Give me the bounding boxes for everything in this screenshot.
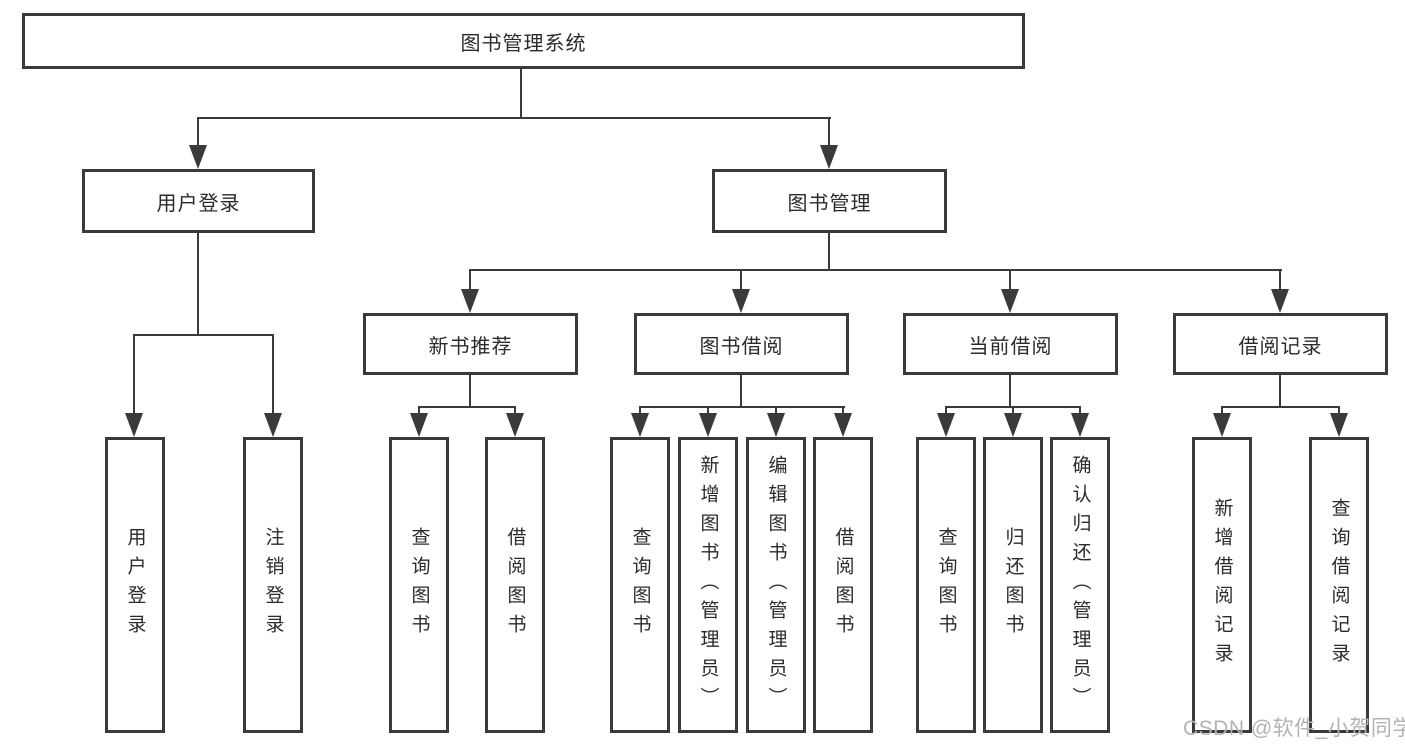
- leaf-user-login: 用户登录: [105, 437, 165, 733]
- arrow-down-icon: [834, 413, 852, 437]
- leaf-query-books-3: 查询图书: [916, 437, 976, 733]
- connector-stem: [775, 406, 777, 415]
- connector-stem: [1079, 406, 1081, 415]
- node-current-borrow-label: 当前借阅: [968, 335, 1053, 358]
- connector-stem: [707, 406, 709, 415]
- arrow-down-icon: [1001, 289, 1019, 313]
- leaf-query-books-2-label: 查询图书: [629, 527, 651, 643]
- connector-stem: [418, 406, 420, 415]
- leaf-user-login-label: 用户登录: [124, 527, 146, 643]
- leaf-return-books: 归还图书: [983, 437, 1043, 733]
- connector-stem: [197, 117, 199, 147]
- leaf-logout-label: 注销登录: [262, 527, 284, 643]
- leaf-add-borrow-record: 新增借阅记录: [1192, 437, 1252, 733]
- connector-vline: [197, 233, 199, 335]
- node-borrow-records: 借阅记录: [1173, 313, 1388, 375]
- arrow-down-icon: [631, 413, 649, 437]
- arrow-down-icon: [264, 413, 282, 437]
- arrow-down-icon: [1004, 413, 1022, 437]
- leaf-add-borrow-record-label: 新增借阅记录: [1211, 498, 1233, 672]
- leaf-return-books-label: 归还图书: [1002, 527, 1024, 643]
- connector-hline: [639, 406, 845, 408]
- arrow-down-icon: [767, 413, 785, 437]
- leaf-logout: 注销登录: [243, 437, 303, 733]
- connector-hline: [469, 269, 1282, 271]
- arrow-down-icon: [820, 145, 838, 169]
- arrow-down-icon: [937, 413, 955, 437]
- arrow-down-icon: [699, 413, 717, 437]
- leaf-add-books-admin: 新增图书（管理员）: [678, 437, 738, 733]
- connector-vline: [828, 233, 830, 270]
- leaf-borrow-books-1-label: 借阅图书: [504, 527, 526, 643]
- connector-vline: [1279, 375, 1281, 407]
- node-book-management-label: 图书管理: [787, 192, 872, 215]
- node-current-borrow: 当前借阅: [903, 313, 1118, 375]
- leaf-query-borrow-record: 查询借阅记录: [1309, 437, 1369, 733]
- arrow-down-icon: [461, 289, 479, 313]
- arrow-down-icon: [732, 289, 750, 313]
- connector-stem: [1009, 269, 1011, 291]
- leaf-edit-books-admin: 编辑图书（管理员）: [746, 437, 806, 733]
- arrow-down-icon: [1330, 413, 1348, 437]
- node-book-management: 图书管理: [712, 169, 947, 233]
- connector-stem: [272, 334, 274, 415]
- leaf-confirm-return-admin: 确认归还（管理员）: [1050, 437, 1110, 733]
- node-book-borrow-label: 图书借阅: [699, 335, 784, 358]
- connector-stem: [133, 334, 135, 415]
- node-new-book-recommend: 新书推荐: [363, 313, 578, 375]
- arrow-down-icon: [410, 413, 428, 437]
- connector-hline: [1221, 406, 1340, 408]
- connector-stem: [1012, 406, 1014, 415]
- leaf-edit-books-admin-label: 编辑图书（管理员）: [765, 454, 787, 716]
- connector-stem: [828, 117, 830, 147]
- arrow-down-icon: [1271, 289, 1289, 313]
- connector-stem: [842, 406, 844, 415]
- arrow-down-icon: [1213, 413, 1231, 437]
- node-user-login: 用户登录: [82, 169, 315, 233]
- connector-stem: [639, 406, 641, 415]
- node-book-borrow: 图书借阅: [634, 313, 849, 375]
- connector-hline: [418, 406, 516, 408]
- csdn-watermark: CSDN @软件_小贺同学: [1183, 717, 1405, 740]
- leaf-borrow-books-1: 借阅图书: [485, 437, 545, 733]
- leaf-query-borrow-record-label: 查询借阅记录: [1328, 498, 1350, 672]
- leaf-query-books-1: 查询图书: [389, 437, 449, 733]
- connector-stem: [469, 269, 471, 291]
- connector-vline: [520, 69, 522, 118]
- node-user-login-label: 用户登录: [156, 192, 241, 215]
- leaf-borrow-books-2: 借阅图书: [813, 437, 873, 733]
- connector-stem: [945, 406, 947, 415]
- connector-stem: [1338, 406, 1340, 415]
- connector-hline: [133, 334, 274, 336]
- node-root-label: 图书管理系统: [460, 32, 587, 55]
- arrow-down-icon: [125, 413, 143, 437]
- connector-stem: [740, 269, 742, 291]
- arrow-down-icon: [189, 145, 207, 169]
- connector-vline: [469, 375, 471, 407]
- node-new-book-recommend-label: 新书推荐: [428, 335, 513, 358]
- leaf-borrow-books-2-label: 借阅图书: [832, 527, 854, 643]
- node-borrow-records-label: 借阅记录: [1238, 335, 1323, 358]
- leaf-confirm-return-admin-label: 确认归还（管理员）: [1069, 454, 1091, 716]
- leaf-query-books-3-label: 查询图书: [935, 527, 957, 643]
- connector-stem: [1279, 269, 1281, 291]
- connector-hline: [197, 117, 831, 119]
- arrow-down-icon: [1071, 413, 1089, 437]
- leaf-add-books-admin-label: 新增图书（管理员）: [697, 454, 719, 716]
- arrow-down-icon: [506, 413, 524, 437]
- connector-stem: [514, 406, 516, 415]
- connector-vline: [1009, 375, 1011, 407]
- leaf-query-books-2: 查询图书: [610, 437, 670, 733]
- node-root: 图书管理系统: [22, 13, 1025, 69]
- connector-vline: [740, 375, 742, 407]
- leaf-query-books-1-label: 查询图书: [408, 527, 430, 643]
- connector-stem: [1221, 406, 1223, 415]
